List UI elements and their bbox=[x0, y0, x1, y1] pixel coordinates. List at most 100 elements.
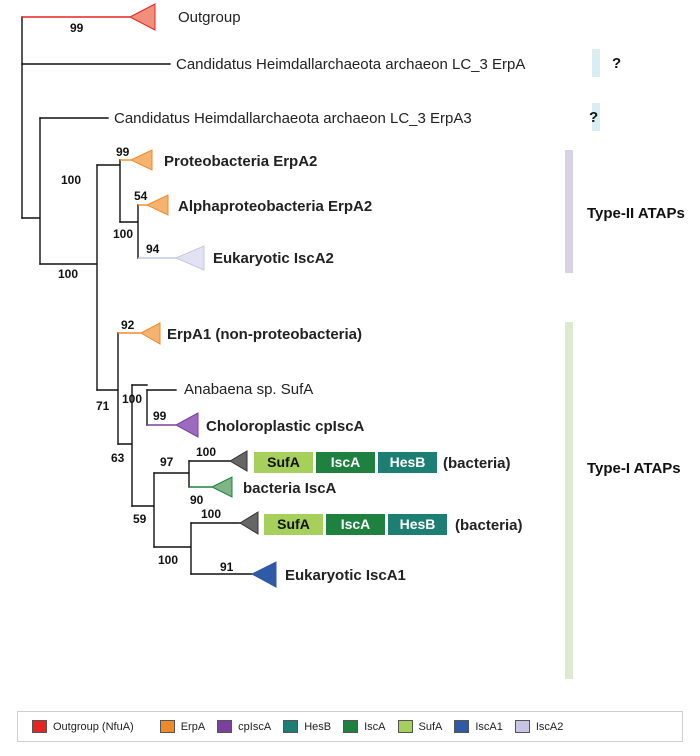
legend-label: IscA2 bbox=[535, 720, 564, 733]
label-euk-isca2: Eukaryotic IscA2 bbox=[213, 250, 334, 267]
legend-label: ErpA bbox=[180, 720, 206, 733]
branch-root-inner bbox=[21, 117, 41, 265]
operon-box-hesb bbox=[378, 452, 437, 473]
operon-lower: SufA IscA HesB (bacteria) bbox=[264, 514, 523, 535]
bootstrap-lower-operon: 100 bbox=[201, 507, 221, 521]
branch-anab-cp bbox=[131, 384, 148, 426]
operon-label-sufa: SufA bbox=[267, 454, 300, 470]
operon-label-sufa: SufA bbox=[277, 516, 310, 532]
bootstrap-euk-isca1: 91 bbox=[220, 560, 234, 574]
bootstrap-type1-clade: 71 bbox=[96, 399, 110, 413]
branch-type1-clade bbox=[96, 332, 119, 445]
bootstrap-proteo: 99 bbox=[116, 145, 130, 159]
legend-swatch bbox=[32, 720, 47, 733]
legend-item-isca2: IscA2 bbox=[514, 720, 564, 733]
operon-upper: SufA IscA HesB (bacteria) bbox=[254, 452, 511, 473]
operon-box-sufa bbox=[254, 452, 313, 473]
bootstrap-lower-group: 100 bbox=[158, 553, 178, 567]
legend-item-sufa: SufA bbox=[397, 720, 443, 733]
legend-item-cpisca: cpIscA bbox=[217, 720, 271, 733]
operon-label-hesb: HesB bbox=[390, 454, 426, 470]
branch-alpha-isca2 bbox=[119, 204, 139, 259]
unknown-marker-1: ? bbox=[612, 55, 621, 72]
bootstrap-upper-operon: 100 bbox=[196, 445, 216, 459]
legend-label: Outgroup (NfuA) bbox=[53, 720, 134, 733]
clade-proteo-erpa2 bbox=[129, 149, 153, 171]
legend-label: cpIscA bbox=[238, 720, 272, 733]
bootstrap-outgroup: 99 bbox=[70, 21, 84, 35]
legend-swatch bbox=[217, 720, 233, 733]
clade-cpisca bbox=[174, 412, 199, 438]
legend-label: IscA bbox=[364, 720, 386, 733]
bootstrap-erpa1: 92 bbox=[121, 318, 135, 332]
bootstrap-anab-cp: 100 bbox=[122, 392, 142, 406]
clade-upper-operon bbox=[229, 450, 248, 472]
label-heimdall-erpa3: Candidatus Heimdallarchaeota archaeon LC… bbox=[114, 110, 472, 127]
operon-box-isca bbox=[316, 452, 375, 473]
legend-label: SufA bbox=[418, 720, 443, 733]
unknown-marker-2: ? bbox=[589, 109, 598, 126]
legend-swatch bbox=[343, 720, 359, 733]
legend-item-hesb: HesB bbox=[283, 720, 331, 733]
bootstrap-cp: 99 bbox=[153, 409, 167, 423]
legend-label: HesB bbox=[304, 720, 332, 733]
bar-unknown-2 bbox=[592, 103, 600, 131]
bar-type1 bbox=[565, 322, 573, 679]
bar-type2 bbox=[565, 150, 573, 273]
taxon-labels: Outgroup Candidatus Heimdallarchaeota ar… bbox=[114, 9, 525, 584]
branch-lower-sub bbox=[153, 522, 192, 575]
legend-swatch bbox=[159, 720, 175, 733]
operon-box-isca bbox=[326, 514, 385, 535]
legend-swatch bbox=[283, 720, 299, 733]
legend-swatch bbox=[514, 720, 530, 733]
bootstrap-upper-group: 97 bbox=[160, 455, 174, 469]
bootstrap-values: 99 100 100 99 54 100 94 92 71 100 99 97 … bbox=[58, 21, 234, 574]
clade-bact-isca bbox=[210, 476, 233, 498]
color-legend: Outgroup (NfuA) ErpA cpIscA HesB IscA Su… bbox=[17, 711, 683, 742]
bootstrap-isca2: 94 bbox=[146, 242, 160, 256]
label-bact-isca: bacteria IscA bbox=[243, 480, 337, 497]
classification-bars: ? ? Type-II ATAPs Type-I ATAPs bbox=[565, 49, 685, 679]
bootstrap-alpha: 54 bbox=[134, 189, 148, 203]
branch-upper-group bbox=[153, 460, 190, 488]
tree-branches bbox=[21, 16, 253, 575]
label-anabaena: Anabaena sp. SufA bbox=[184, 381, 313, 398]
bar-unknown-1 bbox=[592, 49, 600, 77]
operon-label-hesb: HesB bbox=[400, 516, 436, 532]
operon-label-isca: IscA bbox=[341, 516, 371, 532]
legend-item-isca: IscA bbox=[343, 720, 386, 733]
clade-erpa1 bbox=[139, 322, 161, 345]
legend-label: IscA1 bbox=[475, 720, 503, 733]
branch-main-clade bbox=[39, 164, 98, 391]
clade-lower-operon bbox=[239, 511, 259, 535]
type2-label: Type-II ATAPs bbox=[587, 205, 685, 222]
operon-label-isca: IscA bbox=[331, 454, 361, 470]
legend-swatch bbox=[454, 720, 470, 733]
bootstrap-lower-outer: 59 bbox=[133, 512, 147, 526]
clade-euk-isca1 bbox=[250, 561, 277, 588]
operon-tag-upper: (bacteria) bbox=[443, 455, 511, 472]
legend-item-erpa: ErpA bbox=[159, 720, 206, 733]
label-cpisca: Choloroplastic cpIscA bbox=[206, 418, 365, 435]
operon-tag-lower: (bacteria) bbox=[455, 517, 523, 534]
label-outgroup: Outgroup bbox=[178, 9, 241, 26]
bootstrap-bact-group: 63 bbox=[111, 451, 125, 465]
label-euk-isca1: Eukaryotic IscA1 bbox=[285, 567, 406, 584]
bootstrap-root-inner: 100 bbox=[58, 267, 78, 281]
clade-euk-isca2 bbox=[174, 245, 205, 271]
operon-box-sufa bbox=[264, 514, 323, 535]
operon-box-hesb bbox=[388, 514, 447, 535]
bootstrap-type2-clade: 100 bbox=[61, 173, 81, 187]
branch-type2-clade bbox=[96, 159, 121, 223]
label-proteo-erpa2: Proteobacteria ErpA2 bbox=[164, 153, 317, 170]
bootstrap-alpha-isca2: 100 bbox=[113, 227, 133, 241]
legend-item-outgroup: Outgroup (NfuA) bbox=[32, 720, 134, 733]
label-erpa1: ErpA1 (non-proteobacteria) bbox=[167, 326, 362, 343]
type1-label: Type-I ATAPs bbox=[587, 460, 681, 477]
clade-outgroup bbox=[128, 3, 156, 31]
bootstrap-bact-isca: 90 bbox=[190, 493, 204, 507]
collapsed-clades bbox=[22, 3, 277, 588]
legend-item-isca1: IscA1 bbox=[454, 720, 503, 733]
label-alpha-erpa2: Alphaproteobacteria ErpA2 bbox=[178, 198, 372, 215]
